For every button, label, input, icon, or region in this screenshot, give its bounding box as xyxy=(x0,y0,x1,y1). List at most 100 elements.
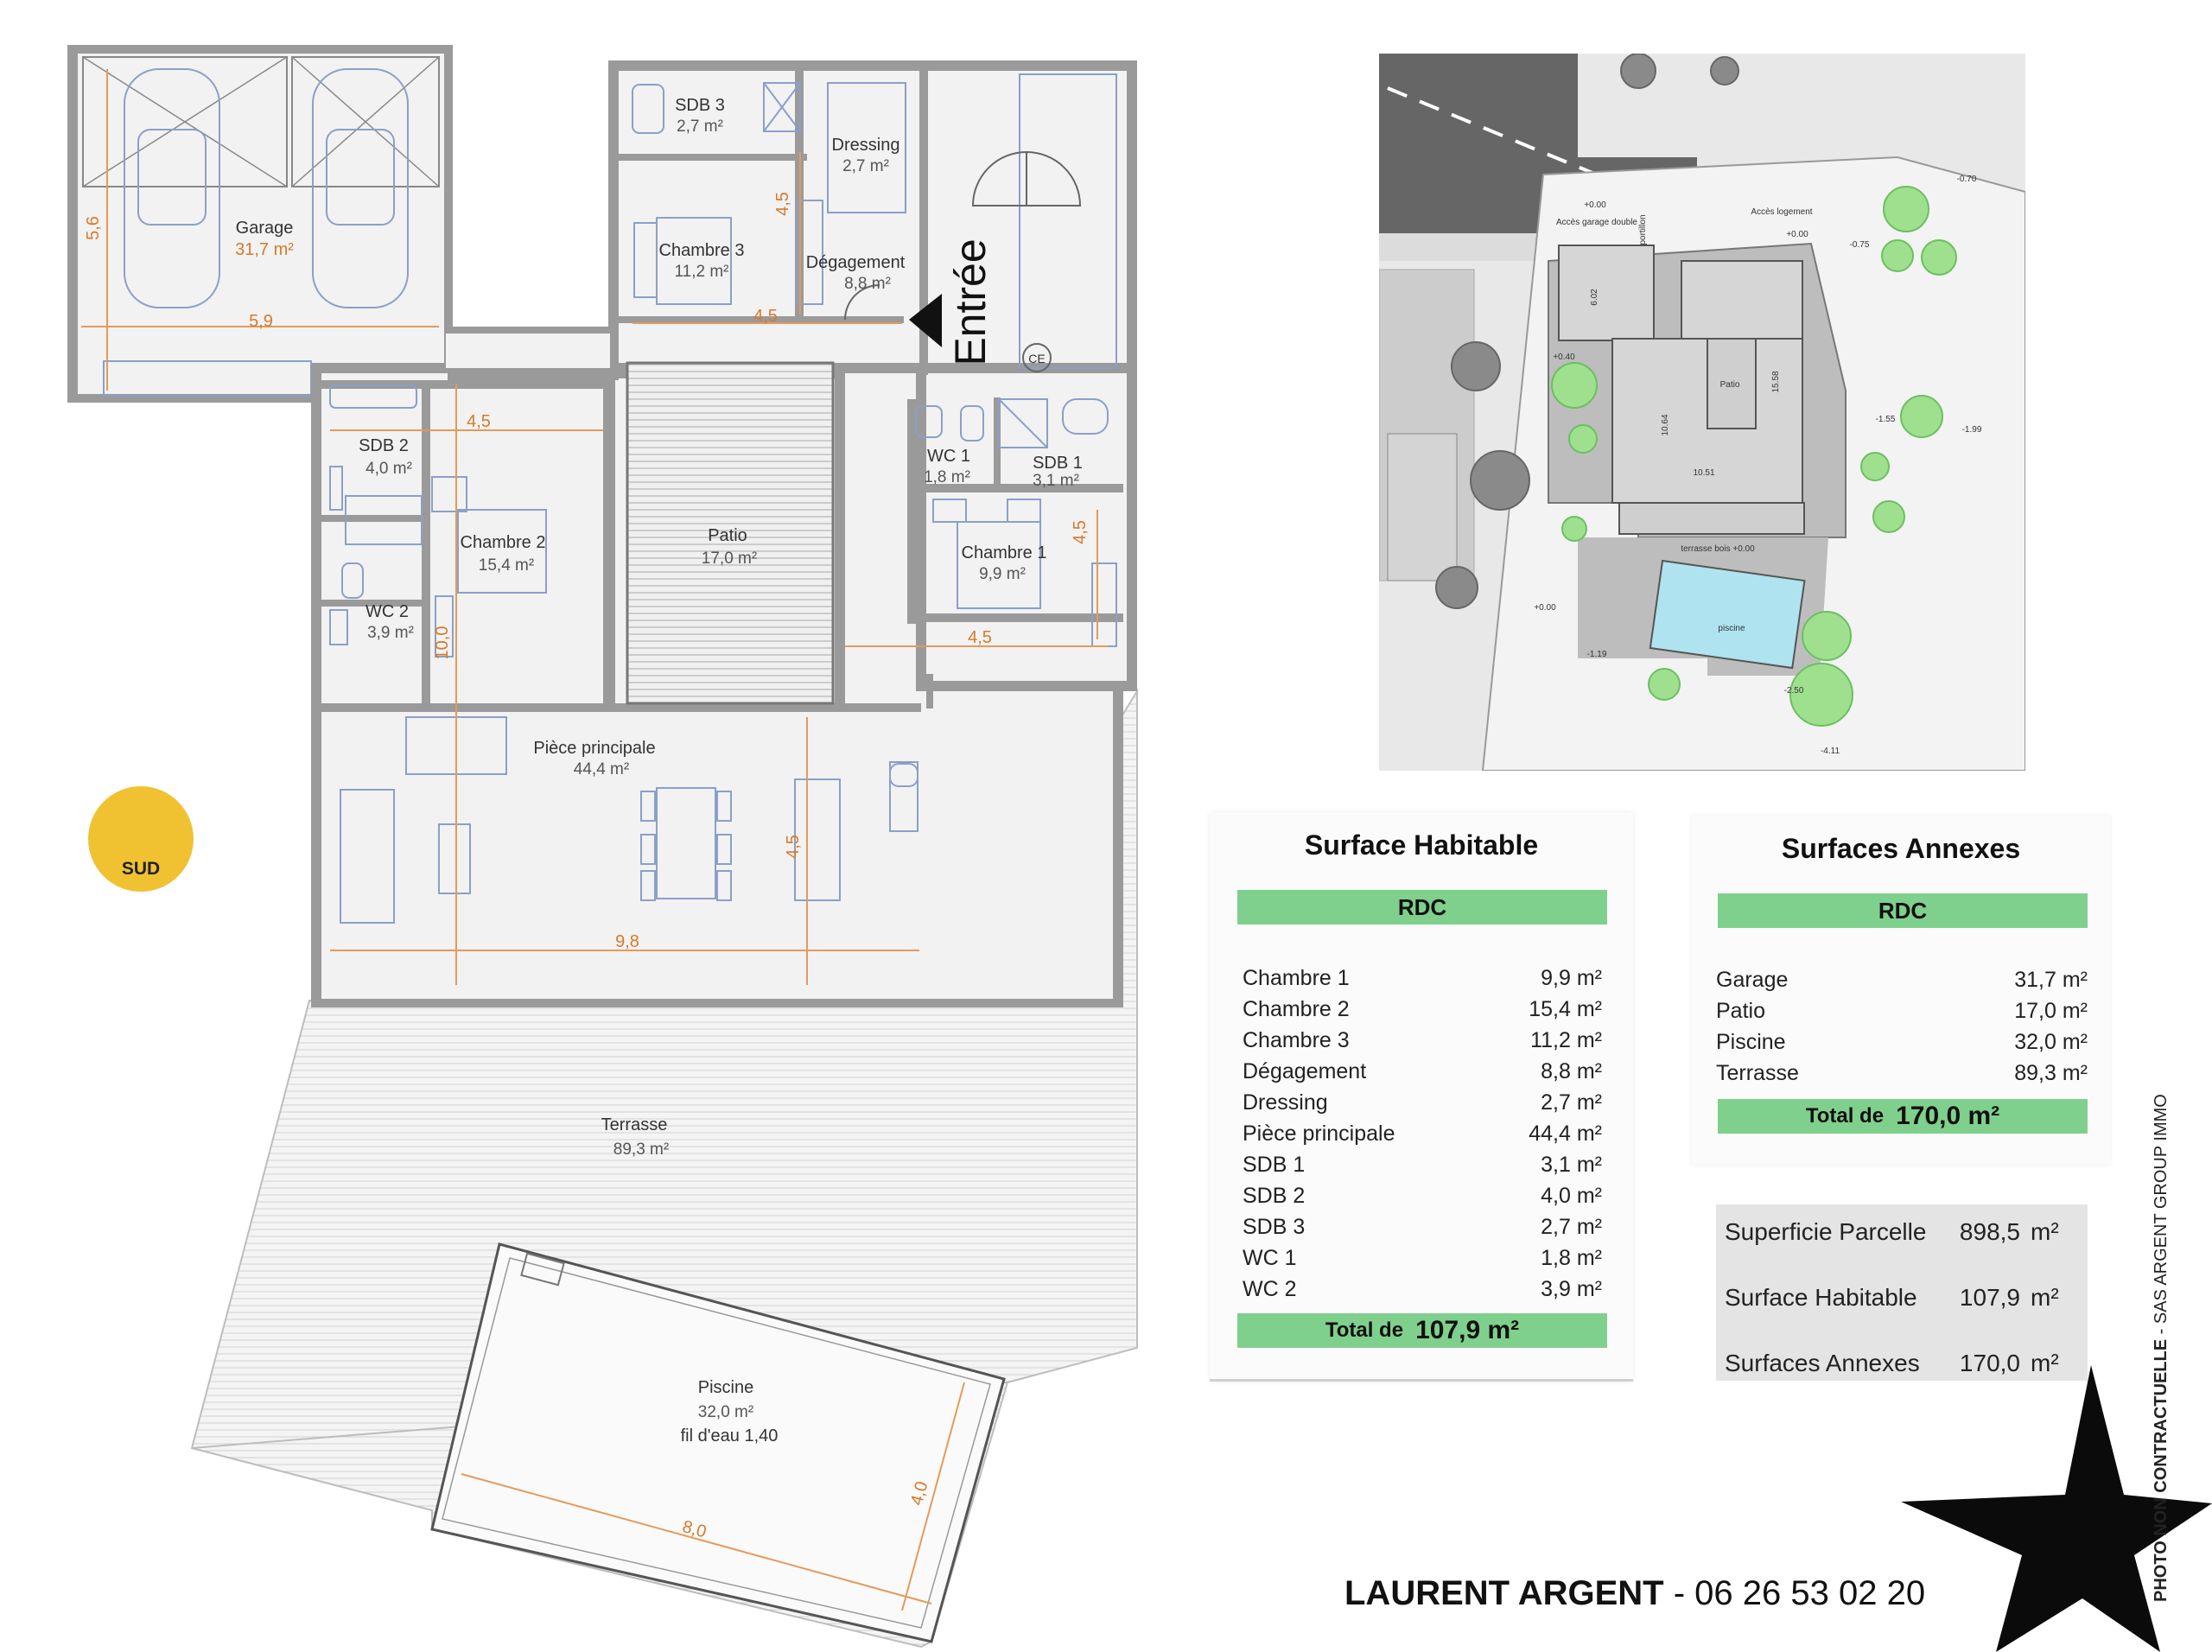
site-label: terrasse bois +0.00 xyxy=(1681,544,1755,554)
site-label: 10.51 xyxy=(1693,468,1714,478)
habitable-row-name: SDB 1 xyxy=(1243,1153,1306,1177)
room-patio-name: Patio xyxy=(708,526,747,545)
contact-name: LAURENT ARGENT xyxy=(1344,1574,1664,1612)
habitable-row-value: 4,0 m² xyxy=(1541,1184,1602,1208)
site-label: 15.58 xyxy=(1771,371,1781,392)
disclaimer: PHOTO NON CONTRACTUELLE - SAS ARGENT GRO… xyxy=(2152,1094,2171,1602)
site-label: -1.55 xyxy=(1876,415,1896,424)
site-label: 6.02 xyxy=(1590,289,1599,306)
star-logo-icon xyxy=(1901,1365,2212,1652)
room-chambre2-area: 15,4 m² xyxy=(479,556,534,575)
habitable-row-name: WC 2 xyxy=(1243,1277,1297,1301)
site-label: -0.70 xyxy=(1957,175,1977,184)
habitable-row-name: WC 1 xyxy=(1243,1246,1297,1270)
room-wc2-area: 3,9 m² xyxy=(367,624,414,642)
contact-phone: 06 26 53 02 20 xyxy=(1694,1574,1926,1612)
surface-habitable-panel: Surface Habitable RDC Total de 107,9 m² … xyxy=(1210,812,1633,1382)
habitable-row-name: Chambre 1 xyxy=(1243,966,1350,990)
annexes-level-bar: RDC xyxy=(1718,893,2088,928)
room-piscine-note: fil d'eau 1,40 xyxy=(681,1426,779,1446)
dim-chambre1-height: 4,5 xyxy=(1071,520,1090,544)
compass-badge: SUD xyxy=(88,786,194,892)
habitable-row-name: Dégagement xyxy=(1243,1059,1367,1083)
site-label: +0.00 xyxy=(1584,200,1606,210)
room-chambre1-area: 9,9 m² xyxy=(979,565,1026,583)
annexes-row-name: Terrasse xyxy=(1716,1061,1799,1085)
habitable-title: Surface Habitable xyxy=(1304,829,1539,861)
dim-chambre3-width: 4,5 xyxy=(753,307,778,326)
site-label: portillon xyxy=(1638,214,1648,245)
habitable-row: SDB 2 4,0 m² xyxy=(1243,1184,1602,1209)
site-label: 10.64 xyxy=(1661,414,1670,435)
room-chambre3-name: Chambre 3 xyxy=(659,241,745,260)
room-wc2-name: WC 2 xyxy=(365,602,409,621)
room-wc1-area: 1,8 m² xyxy=(924,468,970,486)
room-sdb2-name: SDB 2 xyxy=(359,436,409,455)
entry-arrow-icon xyxy=(909,294,942,347)
room-chambre2-name: Chambre 2 xyxy=(461,533,546,552)
room-piece-area: 44,4 m² xyxy=(574,760,629,778)
summary-row-value: 107,9 xyxy=(1959,1284,2020,1311)
summary-row-value: 898,5 xyxy=(1959,1218,2020,1245)
habitable-row-value: 9,9 m² xyxy=(1541,966,1602,990)
room-piscine-area: 32,0 m² xyxy=(698,1403,753,1421)
room-patio-area: 17,0 m² xyxy=(702,550,757,568)
room-garage-name: Garage xyxy=(236,219,294,238)
contact-separator: - xyxy=(1663,1574,1695,1612)
habitable-row-value: 15,4 m² xyxy=(1529,997,1602,1021)
entree-label: Entrée xyxy=(946,238,995,365)
room-sdb3-name: SDB 3 xyxy=(675,96,725,115)
site-label: Accès logement xyxy=(1751,207,1812,217)
dim-piece-width: 9,8 xyxy=(615,932,639,951)
furniture xyxy=(329,73,1117,924)
annexes-row-value: 17,0 m² xyxy=(2014,999,2088,1023)
annexes-row-value: 32,0 m² xyxy=(2014,1030,2088,1054)
site-plan: +0.00 Accès garage double Accès logement… xyxy=(1379,54,2025,771)
floor-plan: 5,9 5,6 4,5 4,5 4,5 4,5 4,5 10,0 9,8 4,5… xyxy=(67,45,1138,1649)
summary-row-unit: m² xyxy=(2031,1284,2059,1311)
site-label: Patio xyxy=(1720,380,1740,390)
site-label: +0.00 xyxy=(1786,230,1808,239)
room-dressing-name: Dressing xyxy=(832,136,900,155)
habitable-row-value: 2,7 m² xyxy=(1541,1215,1602,1239)
habitable-row-value: 11,2 m² xyxy=(1530,1028,1602,1052)
contact-line: LAURENT ARGENT - 06 26 53 02 20 xyxy=(1344,1574,1925,1613)
room-piece-name: Pièce principale xyxy=(533,739,655,758)
room-terrasse-area: 89,3 m² xyxy=(613,1141,669,1159)
habitable-row-name: Chambre 3 xyxy=(1243,1028,1350,1052)
site-label: +0.40 xyxy=(1553,353,1575,362)
habitable-level-bar: RDC xyxy=(1237,890,1607,924)
room-sdb1-name: SDB 1 xyxy=(1033,454,1083,473)
habitable-total-label: Total de xyxy=(1325,1318,1404,1342)
dimension-lines xyxy=(81,69,1108,1611)
site-label: Accès garage double xyxy=(1556,218,1637,227)
room-degagement-name: Dégagement xyxy=(806,253,906,272)
summary-row-label: Surface Habitable xyxy=(1725,1284,1917,1311)
ce-meter-icon xyxy=(1022,343,1052,372)
room-garage-area: 31,7 m² xyxy=(235,240,294,259)
patio-area xyxy=(626,361,835,705)
site-label: -4.11 xyxy=(1821,747,1840,756)
room-dressing-area: 2,7 m² xyxy=(842,157,889,175)
habitable-row-value: 1,8 m² xyxy=(1541,1246,1602,1270)
pool xyxy=(430,1242,1006,1643)
site-label: piscine xyxy=(1718,624,1745,633)
dim-chambre2-width: 4,5 xyxy=(467,412,491,431)
dim-piece-height: 4,5 xyxy=(784,835,803,859)
habitable-total-bar: Total de 107,9 m² xyxy=(1237,1313,1607,1348)
surfaces-annexes-panel: Surfaces Annexes RDC Total de 170,0 m² G… xyxy=(1692,816,2110,1165)
car-left-icon xyxy=(124,68,220,308)
room-piscine-name: Piscine xyxy=(698,1378,753,1397)
disclaimer-rest: - SAS ARGENT GROUP IMMO xyxy=(2152,1094,2171,1339)
habitable-row-name: SDB 2 xyxy=(1243,1184,1306,1208)
annexes-row-value: 31,7 m² xyxy=(2014,968,2088,992)
dim-garage-width: 5,9 xyxy=(249,312,273,331)
habitable-row-value: 44,4 m² xyxy=(1529,1121,1602,1146)
room-sdb1-area: 3,1 m² xyxy=(1033,472,1079,490)
